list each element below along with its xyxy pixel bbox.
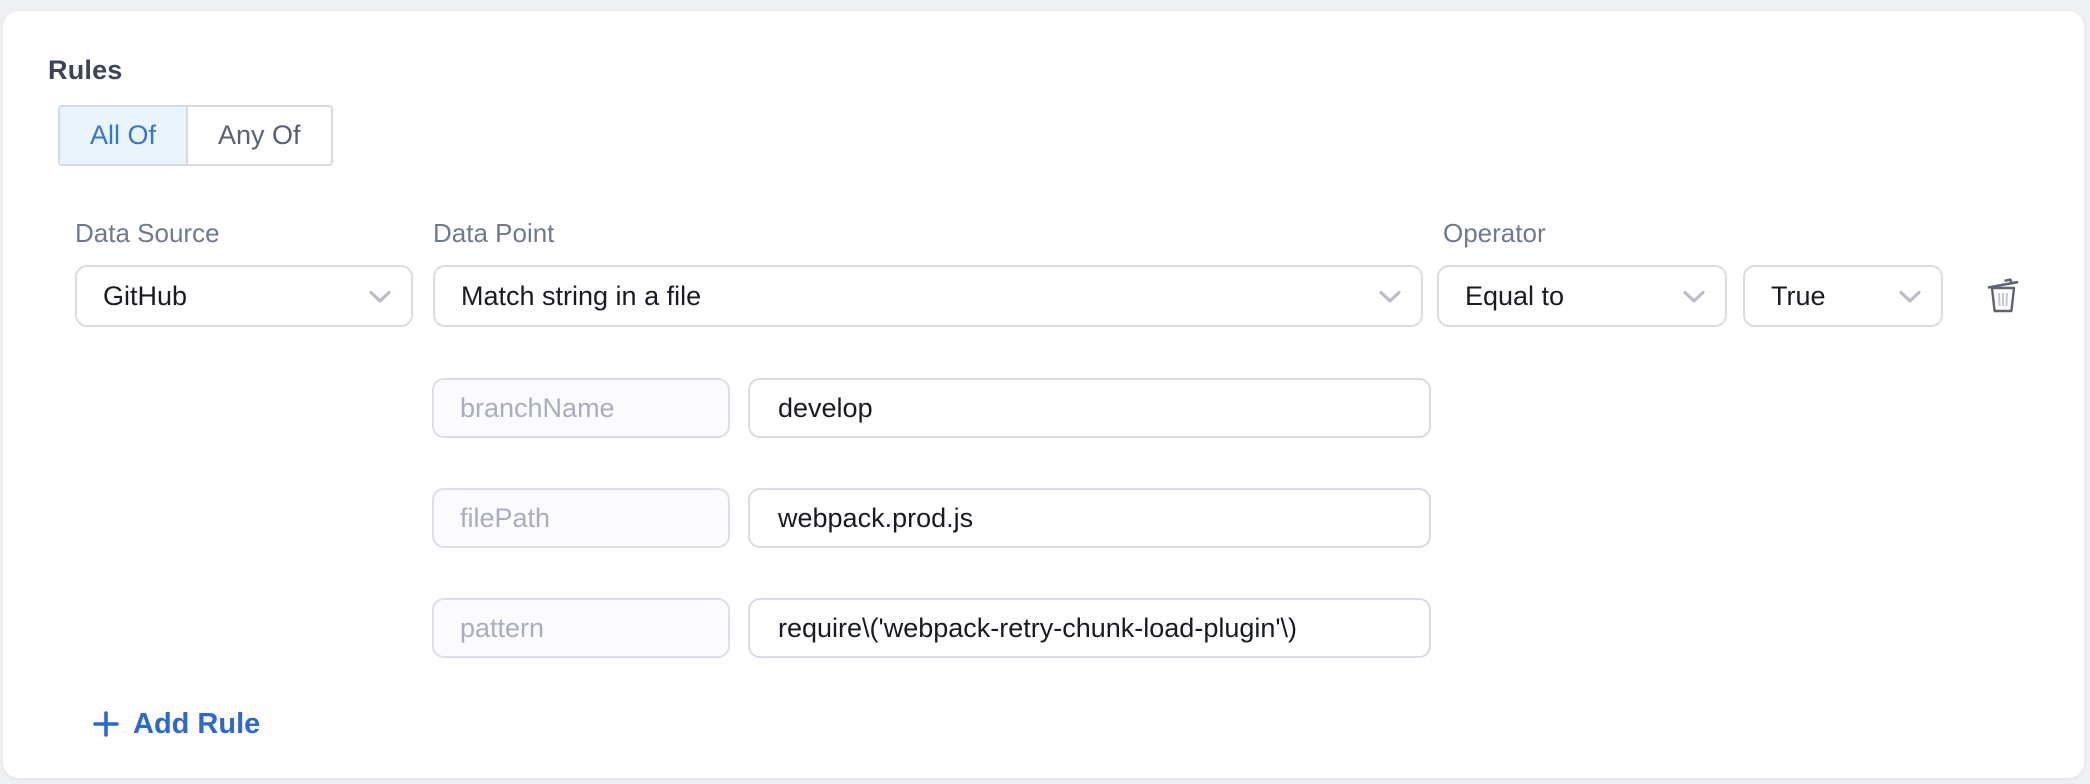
data-source-select[interactable]: GitHub [75,265,413,327]
param-input-filepath[interactable] [748,488,1431,548]
all-of-button[interactable]: All Of [60,107,187,164]
param-name-pattern: pattern [432,598,730,658]
page-title: Rules [48,55,123,85]
param-input-pattern[interactable] [748,598,1431,658]
chevron-down-icon [1683,290,1705,304]
operator-select[interactable]: Equal to [1437,265,1727,327]
operator-label: Operator [1443,218,1546,248]
trash-icon [1984,274,2022,321]
delete-rule-button[interactable] [1978,271,2028,323]
add-rule-button[interactable]: Add Rule [93,703,260,745]
param-input-branchname[interactable] [748,378,1431,438]
param-name-branchname: branchName [432,378,730,438]
expected-value-select[interactable]: True [1743,265,1943,327]
expected-value: True [1771,280,1826,311]
rules-card: Rules All Of Any Of Data Source Data Poi… [3,11,2084,778]
match-mode-toggle: All Of Any Of [58,105,333,166]
param-name-filepath: filePath [432,488,730,548]
any-of-button[interactable]: Any Of [186,107,331,164]
chevron-down-icon [1899,290,1921,304]
add-rule-label: Add Rule [133,707,261,740]
data-point-value: Match string in a file [461,280,702,311]
plus-icon [93,711,119,737]
data-source-value: GitHub [103,280,188,311]
data-point-select[interactable]: Match string in a file [433,265,1423,327]
chevron-down-icon [369,290,391,304]
data-source-label: Data Source [75,218,220,248]
operator-value: Equal to [1465,280,1565,311]
chevron-down-icon [1379,290,1401,304]
data-point-label: Data Point [433,218,555,248]
